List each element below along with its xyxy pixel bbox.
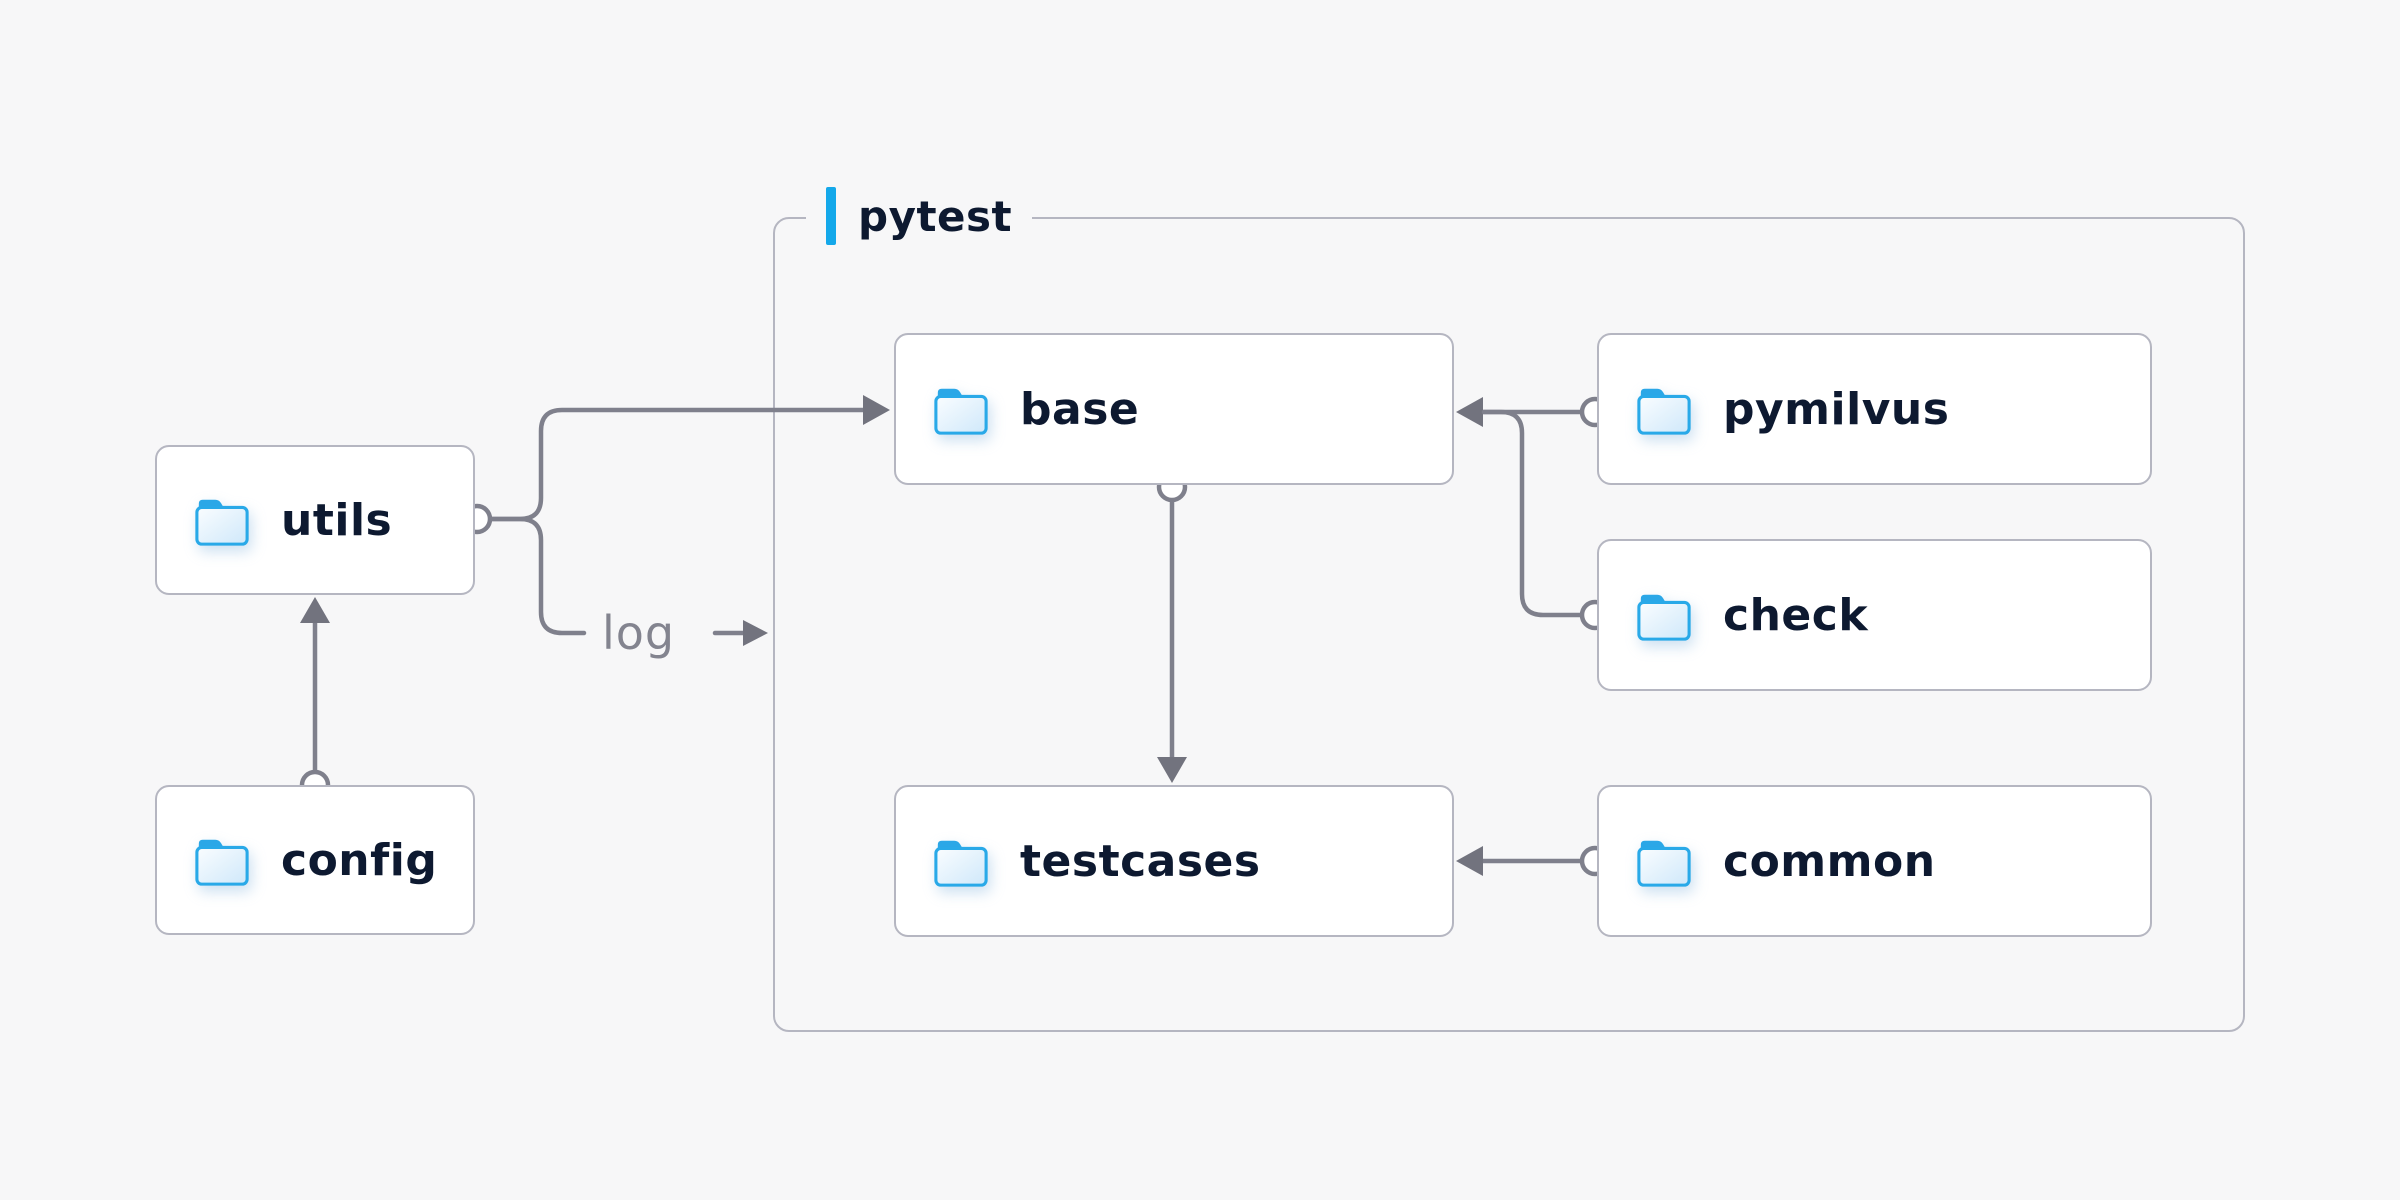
folder-icon <box>1637 594 1691 641</box>
node-label: utils <box>281 494 393 546</box>
pytest-group-title: pytest <box>806 184 1033 248</box>
pytest-group-container <box>773 217 2245 1032</box>
edge-label-log: log <box>602 606 676 660</box>
folder-icon <box>1637 388 1691 435</box>
node-common: common <box>1597 785 2152 937</box>
edge-utils-base-arrowhead <box>863 395 890 425</box>
title-accent-bar <box>826 187 836 245</box>
node-label: pymilvus <box>1723 383 1950 435</box>
folder-icon <box>195 499 249 546</box>
edge-utils-base-line <box>485 407 869 522</box>
folder-icon <box>934 840 988 887</box>
node-label: base <box>1020 383 1140 435</box>
folder-icon <box>934 388 988 435</box>
edge-check-base-line <box>1481 409 1585 618</box>
edge-base-testcases-arrowhead <box>1157 757 1187 783</box>
node-label: common <box>1723 835 1936 887</box>
edge-common-testcases-arrowhead <box>1456 846 1483 876</box>
node-check: check <box>1597 539 2152 691</box>
node-config: config <box>155 785 475 935</box>
node-label: check <box>1723 589 1869 641</box>
node-label: testcases <box>1020 835 1261 887</box>
folder-icon <box>195 839 249 886</box>
edge-pymilvus-base-arrowhead <box>1456 397 1483 427</box>
node-pymilvus: pymilvus <box>1597 333 2152 485</box>
edge-config-utils-arrowhead <box>300 597 330 623</box>
node-testcases: testcases <box>894 785 1454 937</box>
node-base: base <box>894 333 1454 485</box>
group-title-text: pytest <box>858 191 1013 241</box>
folder-icon <box>1637 840 1691 887</box>
node-utils: utils <box>155 445 475 595</box>
edge-log-arrowhead <box>743 620 768 646</box>
edge-utils-log-line <box>485 516 587 636</box>
node-label: config <box>281 834 438 886</box>
